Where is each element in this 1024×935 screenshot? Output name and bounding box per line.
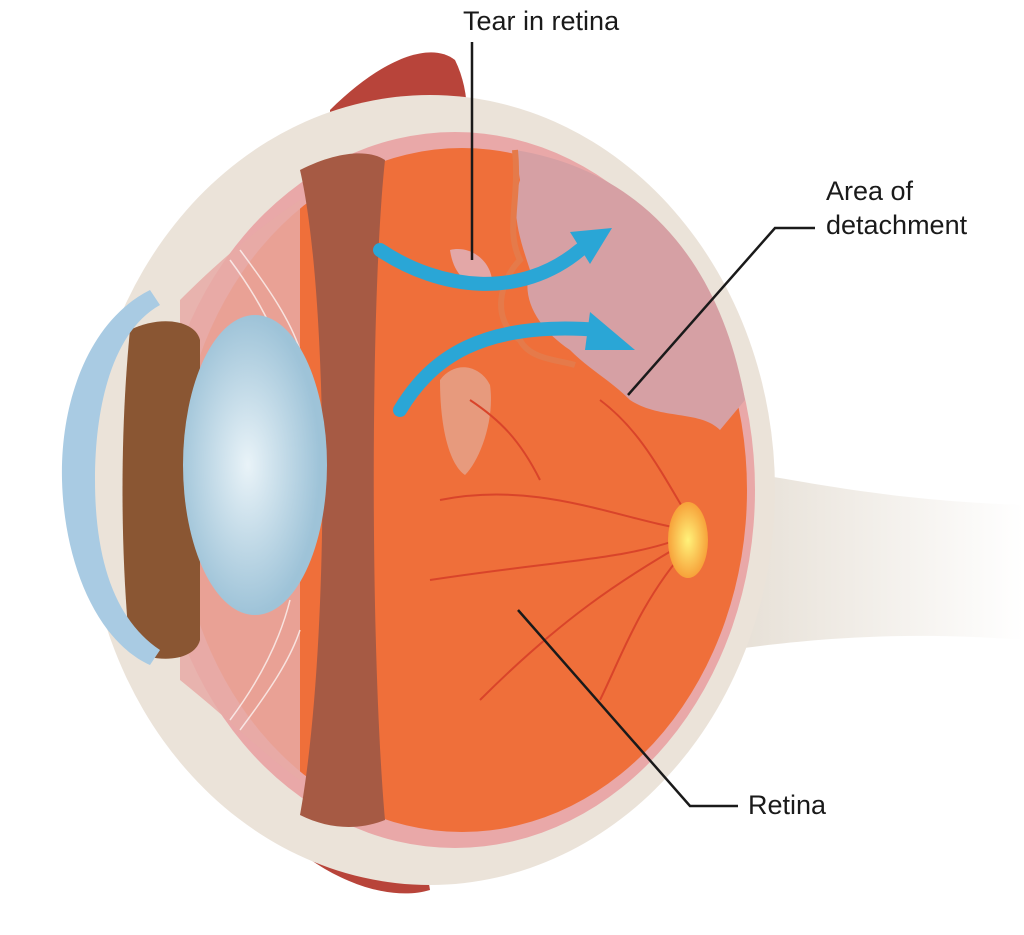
vitreous-band xyxy=(300,153,385,827)
retinal-tear-flap xyxy=(440,367,491,475)
optic-nerve xyxy=(730,470,1024,650)
label-tear-in-retina: Tear in retina xyxy=(463,6,620,36)
detached-retina xyxy=(515,150,745,430)
detachment-leader-line xyxy=(627,226,815,396)
label-retina: Retina xyxy=(748,790,827,820)
fluid-arrows xyxy=(373,243,607,417)
optic-disc xyxy=(668,502,708,578)
arrow-head-icon xyxy=(585,312,635,350)
label-area-of-detachment-2: detachment xyxy=(826,210,968,240)
lens xyxy=(183,315,327,615)
blood-vessels xyxy=(429,399,691,701)
cornea xyxy=(61,290,160,665)
label-area-of-detachment-1: Area of xyxy=(826,176,914,206)
retina-leader-line xyxy=(517,609,738,808)
arrow-head-icon xyxy=(570,228,612,264)
iris xyxy=(122,321,200,659)
